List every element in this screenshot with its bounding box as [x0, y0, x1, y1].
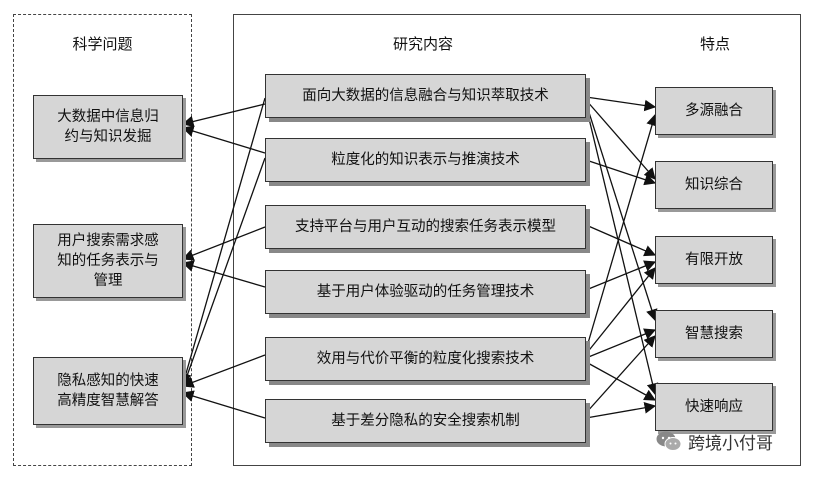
content-header: 研究内容	[392, 35, 453, 53]
question-3-line-2: 高精度智慧解答	[57, 393, 159, 409]
arrow-c3-f3	[585, 224, 657, 257]
feature-box-4: 智慧搜索	[655, 310, 773, 358]
question-3-line-1: 隐私感知的快速	[57, 373, 159, 389]
arrow-c2-q3	[181, 157, 266, 389]
arrow-c4-q2	[181, 260, 266, 288]
science-questions-panel	[13, 14, 192, 466]
question-1-line-2: 约与知识发掘	[64, 129, 152, 145]
arrow-c5-f5	[585, 361, 657, 401]
watermark-text: 跨境小付哥	[688, 433, 773, 454]
arrow-c2-f2	[585, 159, 657, 186]
question-2-line-2: 知的任务表示与	[57, 253, 159, 269]
question-box-1: 大数据中信息归 约与知识发掘	[33, 95, 183, 159]
feature-4-label: 智慧搜索	[685, 326, 743, 342]
arrow-c6-q3	[181, 390, 266, 419]
arrow-c5-f3	[585, 267, 656, 355]
arrow-c2-q1	[181, 125, 266, 154]
content-box-4: 基于用户体验驱动的任务管理技术	[265, 270, 586, 314]
question-box-2: 用户搜索需求感 知的任务表示与 管理	[33, 224, 183, 298]
arrow-c1-f1	[585, 96, 657, 112]
content-box-5: 效用与代价平衡的粒度化搜索技术	[265, 337, 586, 381]
feature-1-label: 多源融合	[685, 103, 743, 119]
arrow-c5-f4	[585, 328, 657, 359]
arrow-c4-f3	[585, 260, 657, 291]
content-3-label: 支持平台与用户互动的搜索任务表示模型	[295, 219, 556, 235]
watermark: 跨境小付哥	[655, 428, 773, 454]
feature-2-label: 知识综合	[685, 177, 743, 193]
content-box-2: 粒度化的知识表示与推演技术	[265, 138, 586, 182]
content-1-label: 面向大数据的信息融合与知识萃取技术	[302, 88, 549, 104]
feature-5-label: 快速响应	[685, 399, 743, 415]
arrow-c5-q3	[181, 354, 266, 388]
content-box-6: 基于差分隐私的安全搜索机制	[265, 399, 586, 443]
feature-box-3: 有限开放	[655, 236, 773, 284]
research-content-panel	[233, 14, 801, 466]
arrow-c1-f5	[585, 105, 659, 396]
arrow-c6-f4	[585, 335, 656, 414]
questions-header: 科学问题	[72, 35, 133, 53]
content-5-label: 效用与代价平衡的粒度化搜索技术	[316, 351, 535, 367]
wechat-icon	[656, 431, 682, 451]
feature-box-5: 快速响应	[655, 383, 773, 431]
arrow-c6-f5	[585, 402, 657, 419]
feature-box-2: 知识综合	[655, 161, 773, 209]
content-box-3: 支持平台与用户互动的搜索任务表示模型	[265, 205, 586, 249]
arrow-c1-f4	[585, 102, 658, 322]
feature-3-label: 有限开放	[685, 252, 743, 268]
feature-box-1: 多源融合	[655, 87, 773, 135]
arrow-c1-q3	[180, 97, 266, 386]
question-2-line-3: 管理	[93, 273, 123, 289]
question-box-3: 隐私感知的快速 高精度智慧解答	[33, 357, 183, 425]
question-1-line-1: 大数据中信息归	[57, 109, 159, 125]
arrow-c1-q1	[181, 103, 266, 128]
content-2-label: 粒度化的知识表示与推演技术	[331, 152, 520, 168]
arrow-c1-f2	[585, 99, 656, 180]
content-4-label: 基于用户体验驱动的任务管理技术	[316, 284, 535, 300]
arrow-c5-f1	[585, 113, 658, 351]
content-box-1: 面向大数据的信息融合与知识萃取技术	[265, 74, 586, 118]
features-header: 特点	[699, 35, 730, 53]
content-6-label: 基于差分隐私的安全搜索机制	[331, 413, 520, 429]
question-2-line-1: 用户搜索需求感	[57, 233, 159, 249]
